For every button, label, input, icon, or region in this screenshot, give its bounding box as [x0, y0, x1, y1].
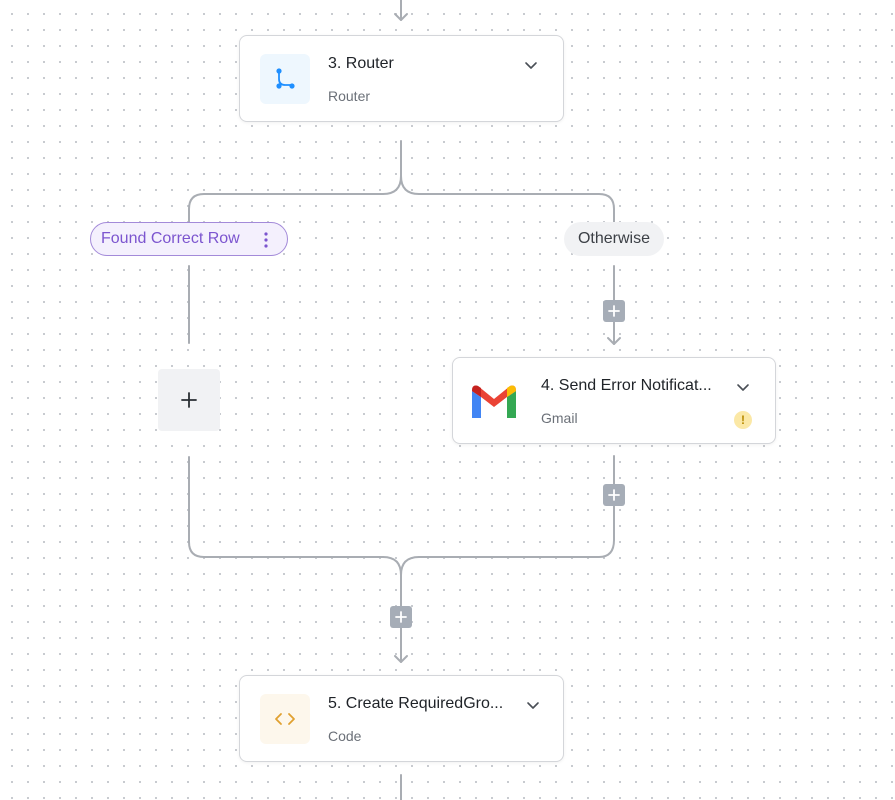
more-options-icon[interactable]: [261, 231, 271, 249]
step-subtitle: Code: [328, 728, 362, 744]
add-step-button[interactable]: [158, 369, 220, 431]
warning-icon: !: [734, 411, 752, 429]
add-step-button[interactable]: [603, 300, 625, 322]
code-icon: [260, 694, 310, 744]
branch-label-text: Otherwise: [577, 230, 651, 247]
chevron-down-icon[interactable]: [525, 697, 541, 713]
step-card-gmail[interactable]: 4. Send Error Notificat... Gmail !: [452, 357, 776, 444]
plus-icon: [181, 392, 197, 408]
step-card-router[interactable]: 3. Router Router: [239, 35, 564, 122]
add-step-button[interactable]: [603, 484, 625, 506]
branch-label-text: Found Correct Row: [101, 230, 240, 247]
plus-icon: [395, 611, 407, 623]
plus-icon: [608, 489, 620, 501]
chevron-down-icon[interactable]: [735, 379, 751, 395]
step-subtitle: Gmail: [541, 410, 578, 426]
add-step-button[interactable]: [390, 606, 412, 628]
branch-label-found-correct-row[interactable]: Found Correct Row: [90, 222, 288, 256]
step-card-code[interactable]: 5. Create RequiredGro... Code: [239, 675, 564, 762]
step-title: 5. Create RequiredGro...: [328, 695, 504, 712]
router-icon: [260, 54, 310, 104]
step-title: 4. Send Error Notificat...: [541, 377, 712, 394]
step-title: 3. Router: [328, 55, 394, 72]
gmail-icon: [469, 376, 519, 426]
plus-icon: [608, 305, 620, 317]
branch-label-otherwise[interactable]: Otherwise: [564, 222, 664, 256]
step-subtitle: Router: [328, 88, 371, 104]
chevron-down-icon[interactable]: [523, 57, 539, 73]
